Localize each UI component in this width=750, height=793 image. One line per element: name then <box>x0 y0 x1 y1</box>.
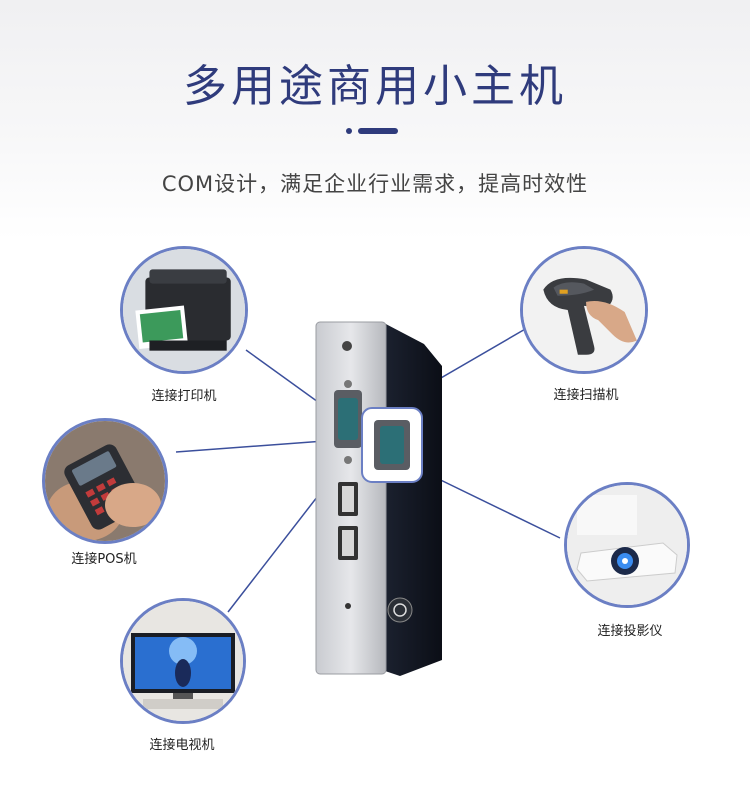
page-subtitle: COM设计，满足企业行业需求，提高时效性 <box>161 172 589 196</box>
page-title: 多用途商用小主机 <box>183 61 567 112</box>
divider-bar <box>358 128 398 134</box>
tv-image <box>120 598 246 724</box>
header-background <box>0 0 750 240</box>
projector-image <box>564 482 690 608</box>
line-pos <box>175 439 339 453</box>
label-tv: 连接电视机 <box>149 738 215 753</box>
line-projector <box>419 469 561 539</box>
divider-dot <box>346 128 352 134</box>
scanner-image <box>520 246 648 374</box>
label-printer: 连接打印机 <box>151 389 217 404</box>
title-divider <box>346 128 406 134</box>
pos-machine-image <box>42 418 168 544</box>
mini-pc-image <box>315 321 442 676</box>
label-scanner: 连接扫描机 <box>553 388 619 403</box>
label-projector: 连接投影仪 <box>597 624 663 639</box>
label-pos: 连接POS机 <box>71 552 137 567</box>
printer-image <box>120 246 248 374</box>
